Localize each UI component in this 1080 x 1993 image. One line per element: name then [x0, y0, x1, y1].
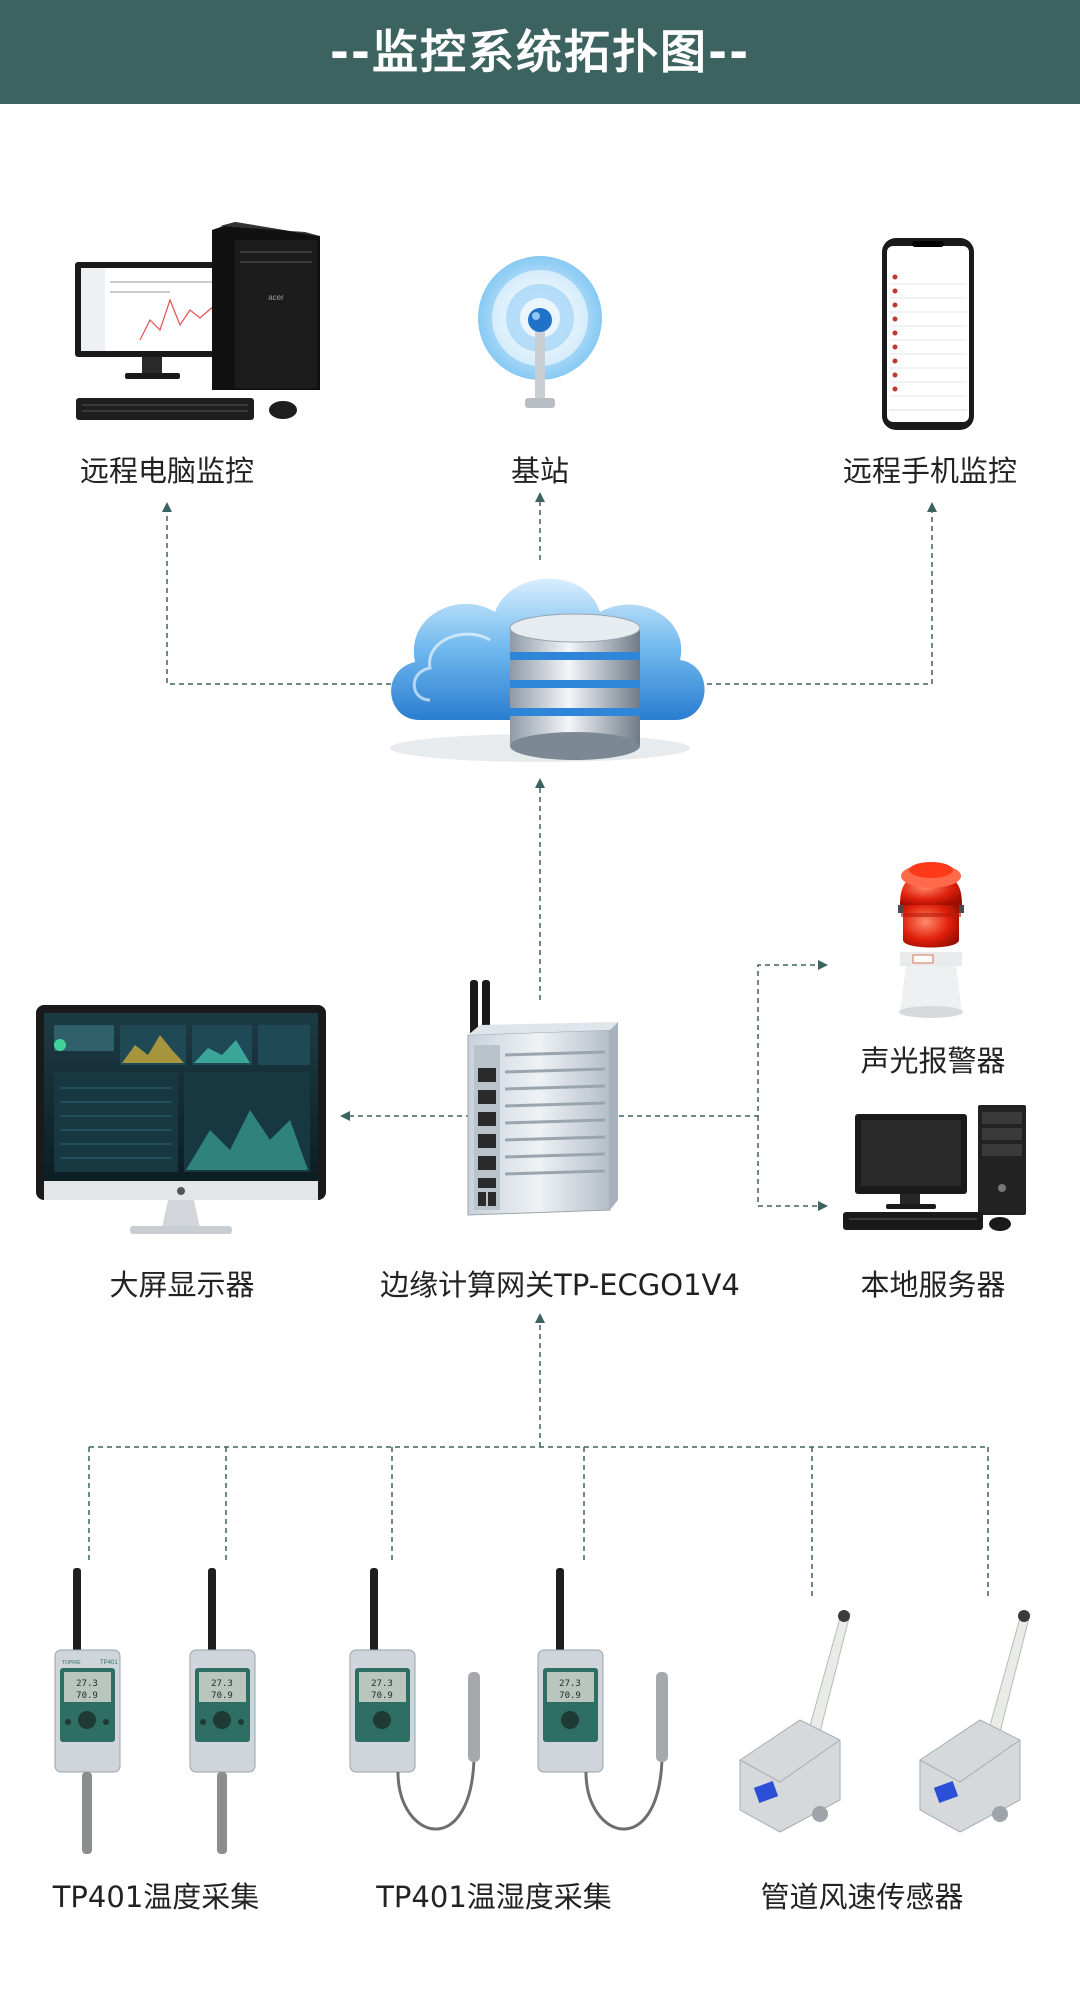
alarm-light-icon: [898, 862, 964, 1018]
desktop-computer-icon: acer: [75, 222, 320, 420]
label-big-screen: 大屏显示器: [109, 1268, 255, 1302]
temperature-logger-icon: 27.3 70.9 TOPRIE TP401 27.3 70.9: [54, 1568, 256, 1854]
large-screen-monitor-icon: [36, 1005, 326, 1234]
page-title: --监控系统拓扑图--: [329, 25, 751, 79]
wireless-base-station-icon: [478, 256, 602, 408]
svg-text:TP401: TP401: [100, 1660, 118, 1666]
tp401-logger-2: 27.3 70.9: [189, 1568, 256, 1854]
edge-gateway-icon: [467, 980, 618, 1216]
label-gateway: 边缘计算网关TP-ECGO1V4: [380, 1268, 740, 1302]
label-remote-pc: 远程电脑监控: [79, 454, 254, 488]
label-remote-phone: 远程手机监控: [842, 454, 1017, 488]
cloud-database-icon: [390, 578, 705, 762]
label-base-station: 基站: [510, 454, 569, 488]
local-server-icon: [843, 1105, 1026, 1231]
label-local-server: 本地服务器: [860, 1268, 1006, 1302]
tp401-logger-4: 27.3 70.9: [537, 1568, 668, 1831]
connector-gateway-to-devices: [610, 960, 828, 1117]
svg-text:27.3: 27.3: [559, 1679, 581, 1689]
svg-text:27.3: 27.3: [211, 1679, 233, 1689]
connector-gateway-to-local-server: [757, 1116, 828, 1211]
connector-cloud-to-pc: [162, 502, 400, 685]
tp401-logger-1: 27.3 70.9 TOPRIE TP401: [54, 1568, 121, 1854]
tp401-logger-3: 27.3 70.9: [349, 1568, 480, 1831]
connector-cloud-to-phone: [680, 502, 937, 685]
svg-text:70.9: 70.9: [211, 1691, 233, 1701]
svg-text:70.9: 70.9: [371, 1691, 393, 1701]
svg-text:70.9: 70.9: [559, 1691, 581, 1701]
connector-lines: [88, 492, 989, 1600]
duct-sensor-2: [919, 1610, 1031, 1833]
smartphone-icon: [882, 238, 974, 430]
temperature-humidity-logger-icon: 27.3 70.9 27.3 70.9: [349, 1568, 668, 1831]
duct-sensor-1: [739, 1610, 851, 1833]
svg-text:acer: acer: [268, 293, 284, 302]
label-duct-sensor: 管道风速传感器: [760, 1880, 964, 1914]
svg-text:TOPRIE: TOPRIE: [62, 1660, 81, 1666]
label-temp-humidity-collector: TP401温湿度采集: [376, 1880, 612, 1914]
svg-text:27.3: 27.3: [371, 1679, 393, 1689]
duct-air-speed-sensor-icon: [739, 1610, 1031, 1833]
svg-text:70.9: 70.9: [76, 1691, 98, 1701]
header-banner: --监控系统拓扑图--: [0, 0, 1080, 104]
svg-text:27.3: 27.3: [76, 1679, 98, 1689]
label-temp-collector: TP401温度采集: [52, 1880, 260, 1914]
label-alarm: 声光报警器: [860, 1044, 1006, 1078]
